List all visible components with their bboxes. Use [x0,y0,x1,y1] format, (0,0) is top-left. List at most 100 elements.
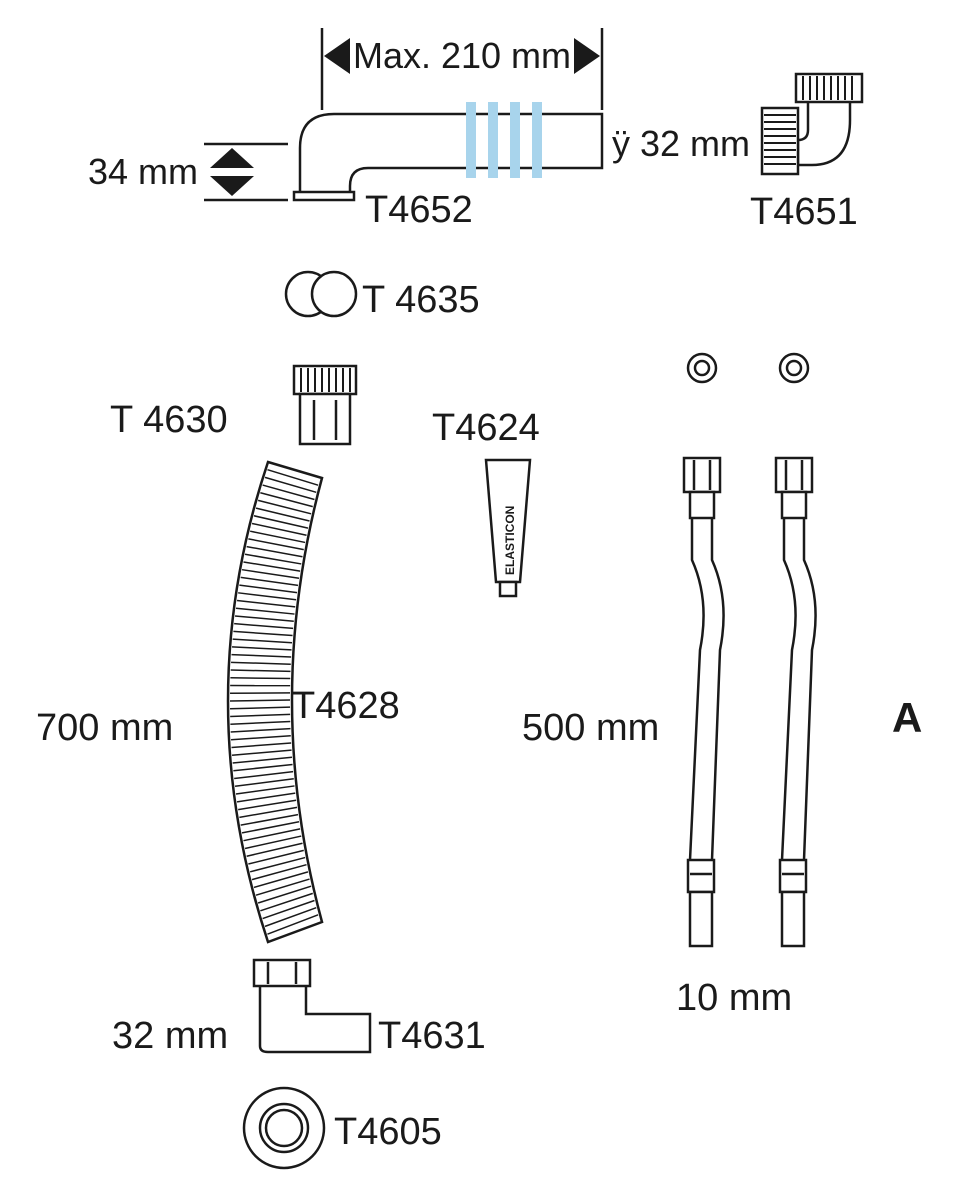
t4652-max-length-label: Max. 210 mm [353,35,571,76]
flex-hose-rib [243,561,301,572]
t4605-group: T4605 [242,1086,442,1170]
supply-hose-icon-2 [774,456,817,948]
dim-arrow-right-icon [574,38,600,74]
t4630-nut-knurl [300,368,351,392]
t4630-group: T 4630 [110,364,358,446]
t4652-height-label: 34 mm [88,151,198,192]
t4631-nut [252,958,312,988]
pipe-bands [466,102,542,178]
t4651-elbow-group: T4651 [750,72,864,233]
flex-hose-ribs [229,468,319,935]
dim-arrow-left-icon [324,38,350,74]
washer-icon-2 [310,270,358,318]
t4652-code-label: T4652 [365,189,473,231]
flex-hose-rib [234,770,294,780]
t4651-code-label: T4651 [750,191,858,233]
flex-hose-rib [264,476,317,494]
t4631-diameter-label: 32 mm [112,1015,228,1057]
t4635-code-label: T 4635 [362,279,480,321]
tube-cap [498,580,518,598]
flex-hose-rib [244,553,302,565]
pipe-flange [292,190,356,202]
flex-hose-rib [241,568,300,579]
nut-icon-t4630 [298,392,352,446]
flex-hose-rib [230,706,291,710]
flex-hose-rib [260,892,313,912]
flex-hose-rib [248,849,304,865]
flex-hose-rib [229,699,291,702]
flex-hose-rib [231,742,292,749]
flex-hose-rib [232,638,293,644]
flex-hose-rib [253,871,309,889]
t4631-code-label: T4631 [378,1015,486,1057]
flex-hose-rib [244,835,302,850]
flex-hose-rib [255,507,310,522]
t4631-group: T4631 32 mm [112,958,486,1057]
supply-hose-icon [682,456,725,948]
flex-hose-rib [238,799,297,811]
flex-hose-rib [246,842,303,857]
flex-hose-rib [243,828,301,842]
flex-hose-rib [251,863,307,881]
t4652-outlet-label: ÿ 32 mm [612,123,750,164]
flex-hose-rib [264,906,317,928]
t4635-group: T 4635 [284,270,480,321]
t4651-nut-side-knurl [764,114,796,165]
flex-hose-rib [260,492,313,508]
flex-hose-rib [231,749,292,756]
flex-hose-rib [233,630,293,637]
flex-hose-rib [255,878,310,896]
flex-hose-rib [230,669,291,673]
height-arrow-down-icon [210,176,254,196]
flex-hose-rib [238,592,297,601]
t4630-code-label: T 4630 [110,399,228,441]
flex-hose-rib [235,607,295,615]
flex-hose-rib [257,499,312,515]
flex-hose-rib [232,756,293,764]
t4628-code-label: T4628 [292,685,400,727]
flex-hose-rib [248,538,304,551]
hose-length-label: 500 mm [522,707,659,749]
flex-hose-rib [267,468,319,486]
flex-hose-rib [234,778,294,788]
flex-hose-rib [262,484,315,501]
pipe-elbow-icon [298,112,604,192]
flex-hose-rib [240,576,299,587]
tube-icon [484,458,532,584]
flex-hose-rib [246,545,303,558]
flex-hose-rib [232,646,292,651]
flex-hose-rib [230,735,291,741]
flex-hose-rib [249,530,306,544]
t4628-group: T4628 700 mm [36,460,400,944]
flex-hose-rib [230,727,291,733]
flex-hose-rib [235,785,295,795]
flex-hose-rib [231,653,292,658]
t4624-code-label: T4624 [432,407,540,449]
hose-diameter-label: 10 mm [676,977,792,1019]
flex-hose-rib [234,615,294,622]
flex-hose-rib [230,677,291,680]
supply-hoses-group: 500 mm 10 mm [522,352,817,1019]
flex-hose-rib [241,821,300,834]
t4651-nut-top-knurl [802,76,853,100]
flex-hose-rib [230,720,291,725]
flex-hose-rib [236,599,296,608]
t4628-length-label: 700 mm [36,707,173,749]
flex-hose-rib [267,914,319,935]
t4651-elbow-body [796,100,852,167]
flex-hose-rib [253,515,309,529]
flex-hose-rib [262,899,315,920]
flex-hose-rib [251,522,307,537]
flex-hose-rib [233,763,293,772]
flex-hose-rib [234,622,294,630]
flex-hose-rib [240,813,299,826]
flex-hose-rib [257,885,312,904]
flex-hose-rib [249,856,306,873]
tube-brand-label: ELASTICON [503,506,517,575]
height-arrow-up-icon [210,148,254,168]
flex-hose-rib [230,713,291,718]
t4631-elbow-body [258,986,372,1054]
flex-hose-rib [236,792,296,803]
t4605-code-label: T4605 [334,1111,442,1153]
